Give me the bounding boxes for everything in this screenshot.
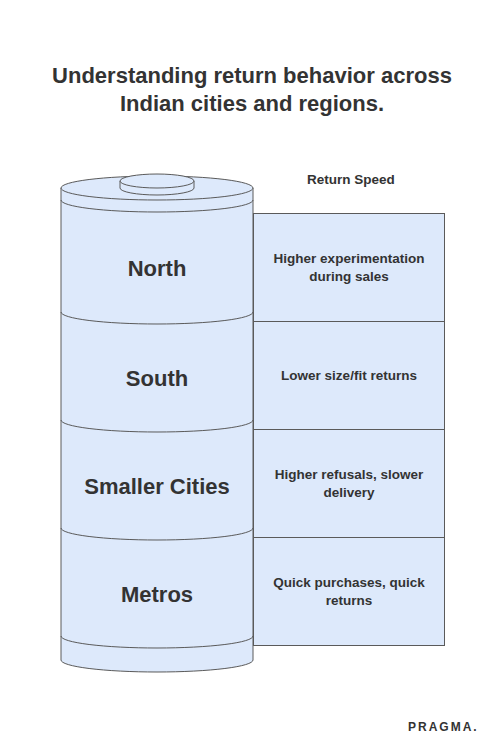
behavior-text: Quick purchases, quick returns — [268, 574, 430, 610]
band-divider — [61, 420, 253, 432]
cylinder-band: Metros — [61, 548, 253, 640]
region-name: Metros — [82, 581, 232, 608]
behavior-text: Higher refusals, slower delivery — [268, 466, 430, 502]
region-name: North — [82, 255, 232, 282]
band-divider — [61, 312, 253, 324]
cylinder-band: Smaller Cities — [61, 440, 253, 532]
band-divider — [61, 636, 253, 648]
description-cell: Quick purchases, quick returns — [253, 537, 445, 646]
band-divider — [61, 200, 253, 212]
cylinder-band: South — [61, 332, 253, 424]
band-divider — [61, 528, 253, 540]
description-cell: Higher experimentation during sales — [253, 213, 445, 322]
diagram-title: Understanding return behavior across Ind… — [32, 62, 472, 118]
region-name: South — [82, 365, 232, 392]
column-header: Return Speed — [307, 172, 395, 187]
behavior-text: Higher experimentation during sales — [268, 250, 430, 286]
region-name: Smaller Cities — [82, 473, 232, 500]
cylinder-knob-top — [120, 174, 194, 188]
description-cell: Lower size/fit returns — [253, 321, 445, 430]
watermark: PRAGMA. — [408, 720, 479, 734]
description-cell: Higher refusals, slower delivery — [253, 429, 445, 538]
cylinder-body — [61, 188, 253, 672]
cylinder-band: North — [61, 222, 253, 314]
behavior-text: Lower size/fit returns — [281, 367, 417, 385]
